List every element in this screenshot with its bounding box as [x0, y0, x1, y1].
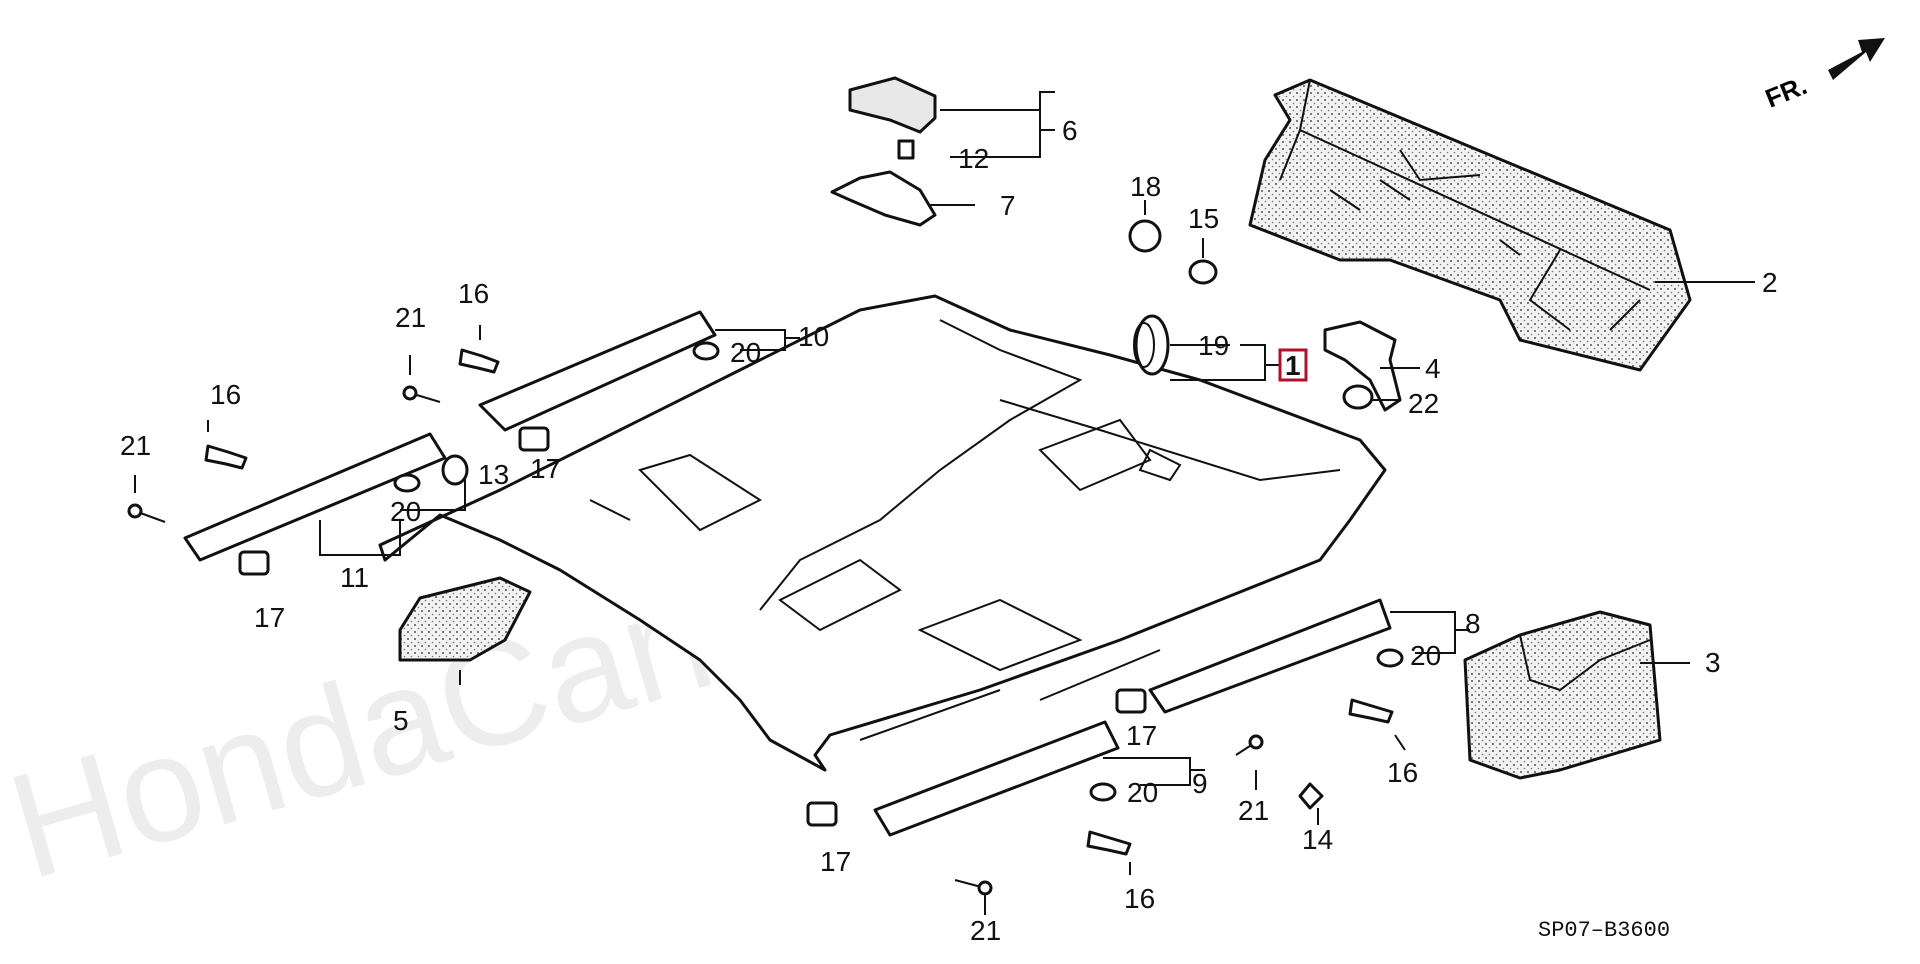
label-part-17-a[interactable]: 17: [530, 453, 561, 484]
label-part-20-b[interactable]: 20: [390, 496, 421, 527]
bracket-part-7: [830, 170, 937, 227]
label-part-20-d[interactable]: 20: [1127, 777, 1158, 808]
nut-part-22: [1342, 384, 1374, 410]
front-label: FR.: [1761, 70, 1811, 114]
label-part-22[interactable]: 22: [1408, 388, 1439, 419]
dash-insulator-part-2: [1248, 78, 1692, 372]
label-part-3[interactable]: 3: [1705, 647, 1721, 678]
label-part-9[interactable]: 9: [1192, 768, 1208, 799]
label-part-13[interactable]: 13: [478, 459, 509, 490]
label-part-5[interactable]: 5: [393, 705, 409, 736]
clip-part-12: [897, 139, 915, 160]
label-part-8[interactable]: 8: [1465, 608, 1481, 639]
label-part-21-a[interactable]: 21: [395, 302, 426, 333]
fasteners-part-16: [204, 348, 1394, 856]
label-part-20-c[interactable]: 20: [1410, 640, 1441, 671]
part-1-highlight-box[interactable]: [1278, 348, 1308, 382]
label-part-16-d[interactable]: 16: [1124, 883, 1155, 914]
label-part-21-b[interactable]: 21: [120, 430, 151, 461]
label-part-6[interactable]: 6: [1062, 115, 1078, 146]
sill-plate-part-11: [183, 432, 447, 562]
ring-clip-part-19: [1133, 314, 1170, 376]
label-part-1[interactable]: 1: [1285, 350, 1301, 381]
clips-part-20: [393, 341, 1404, 802]
clip-part-14: [1298, 782, 1324, 810]
label-part-12[interactable]: 12: [958, 143, 989, 174]
label-part-16-a[interactable]: 16: [458, 278, 489, 309]
front-arrow-icon: [1828, 38, 1885, 80]
label-part-19[interactable]: 19: [1198, 330, 1229, 361]
drawing-code: SP07–B3600: [1538, 918, 1670, 943]
label-part-15[interactable]: 15: [1188, 203, 1219, 234]
label-part-16-b[interactable]: 16: [210, 379, 241, 410]
label-part-14[interactable]: 14: [1302, 824, 1333, 855]
label-part-17-d[interactable]: 17: [820, 846, 851, 877]
rear-insulator-part-3: [1463, 610, 1662, 780]
label-part-21-d[interactable]: 21: [970, 915, 1001, 946]
sill-plate-part-9: [873, 720, 1120, 837]
floor-carpet-part-1: [378, 294, 1387, 772]
label-part-18[interactable]: 18: [1130, 171, 1161, 202]
bracket-part-4: [1323, 320, 1402, 412]
label-part-17-c[interactable]: 17: [1126, 720, 1157, 751]
screws-part-21: [127, 385, 1264, 896]
nut-part-15: [1188, 259, 1218, 285]
label-part-16-c[interactable]: 16: [1387, 757, 1418, 788]
label-part-10[interactable]: 10: [798, 321, 829, 352]
pad-part-5: [398, 576, 532, 662]
grommet-part-18: [1128, 219, 1162, 253]
label-part-7[interactable]: 7: [1000, 190, 1016, 221]
label-part-4[interactable]: 4: [1425, 353, 1441, 384]
leader-lines: [134, 91, 1755, 915]
clips-part-17: [238, 426, 1147, 827]
cover-part-6: [848, 76, 937, 134]
front-direction-indicator: FR.: [1761, 38, 1885, 114]
label-part-17-b[interactable]: 17: [254, 602, 285, 633]
label-part-21-c[interactable]: 21: [1238, 795, 1269, 826]
label-part-20-a[interactable]: 20: [730, 337, 761, 368]
label-part-2[interactable]: 2: [1762, 267, 1778, 298]
sill-plate-part-8: [1148, 598, 1392, 714]
sill-plate-part-10: [478, 310, 717, 432]
label-part-11[interactable]: 11: [340, 562, 369, 593]
clip-part-13: [441, 454, 469, 486]
